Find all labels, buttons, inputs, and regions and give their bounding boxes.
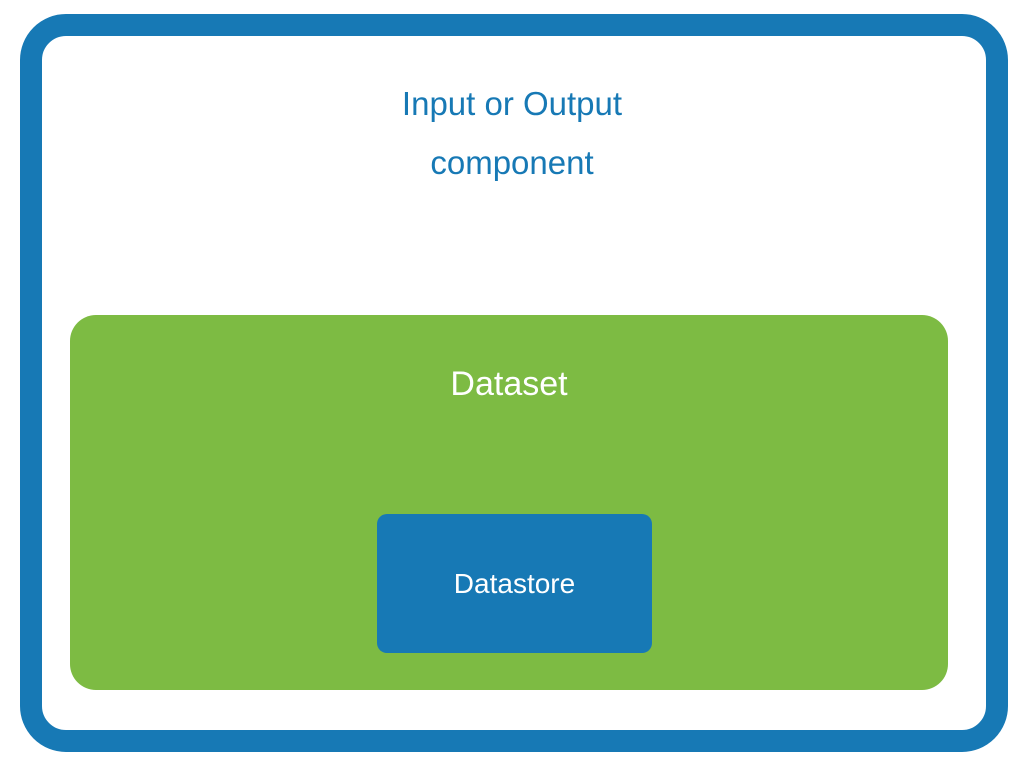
io-component-title: Input or Output component — [0, 74, 1024, 192]
datastore-box: Datastore — [377, 514, 652, 653]
io-component-title-line1: Input or Output — [401, 85, 623, 122]
io-component-title-line2: component — [430, 144, 594, 181]
dataset-label: Dataset — [450, 365, 568, 403]
datastore-label: Datastore — [453, 567, 576, 599]
dataset-box: Dataset Datastore — [70, 315, 948, 690]
